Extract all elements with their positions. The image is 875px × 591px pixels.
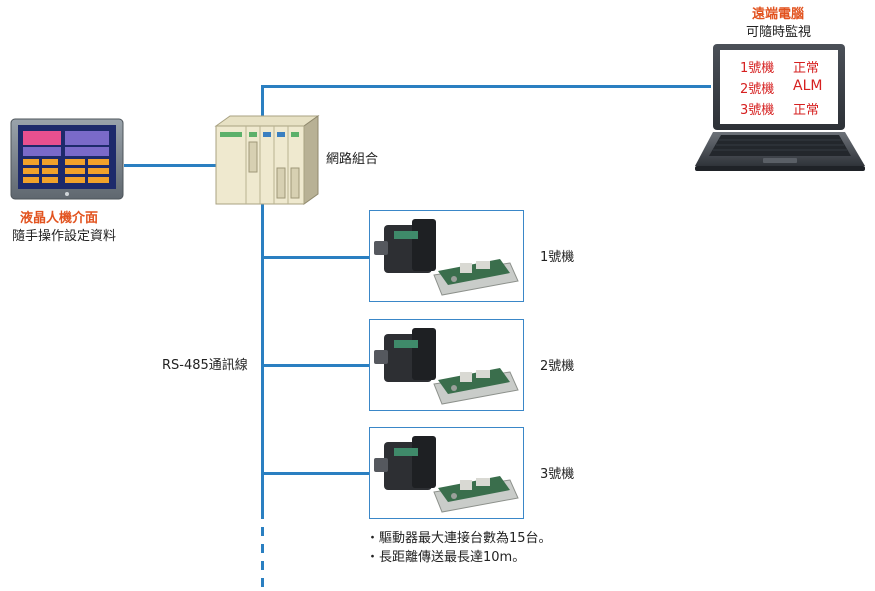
screen-row-status: 正常 bbox=[793, 103, 820, 118]
rs485-bus-line bbox=[261, 196, 264, 519]
bus-continuation-dash bbox=[261, 578, 264, 587]
bus-branch-3 bbox=[261, 472, 370, 475]
note-max-distance: ・長距離傳送最長達10m。 bbox=[366, 550, 526, 565]
hmi-to-plc-line bbox=[124, 164, 218, 167]
motor-driver-icon bbox=[374, 219, 519, 296]
laptop-screen: 1號機 正常 2號機 ALM 3號機 正常 bbox=[720, 50, 838, 124]
pc-subtitle: 可隨時監視 bbox=[746, 25, 812, 40]
rs485-label: RS-485通訊線 bbox=[162, 358, 248, 373]
motor-unit-box-2: 2號機 bbox=[369, 319, 574, 411]
bus-continuation-dash bbox=[261, 561, 264, 570]
unit-label-1: 1號機 bbox=[540, 250, 575, 265]
screen-row-unit: 1號機 bbox=[740, 61, 775, 76]
plc-to-pc-line-vertical bbox=[261, 85, 264, 119]
unit-label-3: 3號機 bbox=[540, 467, 575, 482]
screen-row-status: 正常 bbox=[793, 61, 820, 76]
plc-label: 網路組合 bbox=[326, 152, 379, 167]
hmi-panel-icon bbox=[10, 118, 126, 202]
screen-row-unit: 2號機 bbox=[740, 82, 775, 97]
hmi-title: 液晶人機介面 bbox=[20, 211, 99, 226]
bus-continuation-dash bbox=[261, 527, 264, 536]
plc-unit-icon bbox=[212, 112, 322, 208]
bus-continuation-dash bbox=[261, 544, 264, 553]
bus-branch-1 bbox=[261, 256, 370, 259]
note-max-drivers: ・驅動器最大連接台數為15台。 bbox=[366, 531, 552, 546]
pc-title: 遠端電腦 bbox=[752, 7, 805, 22]
screen-row-status: ALM bbox=[793, 78, 823, 94]
hmi-subtitle: 隨手操作設定資料 bbox=[12, 229, 117, 244]
motor-unit-box-3: 3號機 bbox=[369, 427, 574, 519]
motor-driver-icon bbox=[374, 328, 519, 405]
unit-label-2: 2號機 bbox=[540, 359, 575, 374]
laptop-icon: 1號機 正常 2號機 ALM 3號機 正常 bbox=[693, 42, 868, 174]
motor-unit-box-1: 1號機 bbox=[369, 210, 574, 302]
plc-to-pc-line bbox=[261, 85, 711, 88]
screen-row-unit: 3號機 bbox=[740, 103, 775, 118]
bus-branch-2 bbox=[261, 364, 370, 367]
motor-driver-icon bbox=[374, 436, 519, 513]
